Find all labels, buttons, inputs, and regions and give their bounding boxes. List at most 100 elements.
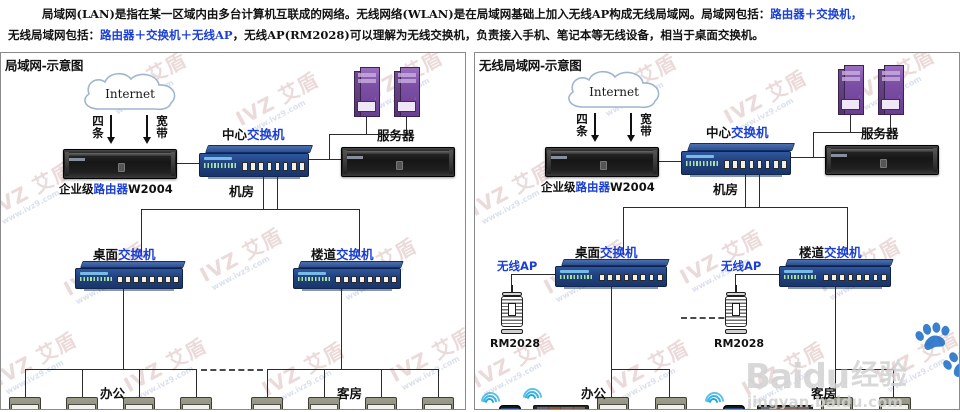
wire-server-bus-drop-right [813,132,815,158]
enterprise-router-label: 企业级路由器W2004 [59,181,173,197]
uplink-label-broadband-right: 宽带 [640,112,652,138]
wire-trunk-to-corridor-switch [359,209,361,255]
header-line-1-highlight: 路由器＋交换机， [770,7,863,21]
header-line-2-suffix: ，无线AP(RM2028)可以理解为无线交换机，负责接入手机、笔记本等无线设备，… [232,28,764,42]
center-switch-sublabel-right: 机房 [713,182,739,197]
wire-center-to-server-right [791,157,825,159]
desktop-switch-label: 桌面交换机 [93,244,156,263]
desktop-switch-blue-right: 交换机 [600,245,638,260]
desktop-switch-label-right: 桌面交换机 [575,242,638,261]
guest-group-label: 客房 [337,386,363,401]
corridor-switch-device [293,261,404,291]
router-label-blue-right: 路由器 [575,180,611,194]
tower-server-1 [354,67,380,117]
center-switch-prefix: 中心 [222,127,248,142]
guest-pc-1 [247,397,291,409]
laptop-right [755,405,815,409]
center-switch-sublabel: 机房 [229,184,255,199]
wire-office-pc-3 [139,369,141,397]
wire-center-to-server [309,159,341,161]
corridor-switch-blue: 交换机 [336,247,374,262]
wireless-ap-label-right-text: 无线AP [721,259,762,273]
center-switch-device [199,145,313,179]
header-line-2-highlight: 路由器＋交换机＋无线AP [100,28,233,42]
corridor-switch-blue-right: 交换机 [824,245,862,260]
wire-guest-pc-4 [438,369,440,397]
wire-trunk-to-desktop-switch [141,209,143,255]
wire-desktop-switch-drop [123,289,125,369]
wireless-ap-model-left: RM2028 [490,337,541,350]
office-pc-1-right [593,397,637,409]
corridor-switch-prefix-right: 楼道 [799,245,825,260]
corridor-switch-label-right: 楼道交换机 [799,242,862,261]
server-rack-device-right [825,145,939,175]
wire-office-pc-2 [82,369,84,397]
uplink-label-broadband: 宽带 [156,114,168,140]
wire-center-down-b [277,177,279,209]
wire-trunk-to-desktop-switch-right [623,207,625,255]
wire-guest-pc-2 [324,369,326,397]
guest-group-label-right: 客房 [811,386,837,401]
wireless-ap-label-left-text: 无线AP [497,259,538,273]
wlan-panel-title: 无线局域网-示意图 [479,58,582,73]
internet-cloud-right: Internet [559,67,669,115]
tower-server-2 [394,67,420,117]
wire-bus-link-dashed [201,369,263,371]
center-switch-prefix-right: 中心 [706,125,732,140]
wire-office-pc-4 [196,369,198,397]
router-label-prefix: 企业级 [59,182,94,196]
server-label: 服务器 [377,128,415,143]
smartphone-right [723,405,745,409]
office-pc-1 [5,397,49,409]
wire-ap-left-drop [511,274,513,288]
header-line-2: 无线局域网包括：路由器＋交换机＋无线AP，无线AP(RM2028)可以理解为无线… [8,25,952,46]
wire-server-bus-right [813,132,891,134]
wire-office-bus-right [611,369,669,371]
header-line-1-text: 局域网(LAN)是指在某一区域内由多台计算机互联成的网络。无线网络(WLAN)是… [42,7,771,21]
server-rack-device [341,147,455,177]
wire-corridor-switch-drop-right [835,287,837,369]
center-switch-blue-right: 交换机 [731,125,769,140]
smartphone-left [499,405,521,409]
wire-trunk-horizontal-right [623,207,847,209]
wire-server-bus [329,134,407,136]
wire-ap-right-to-switch [735,274,781,276]
wire-server2-drop-right [890,115,892,133]
wireless-ap-device-right [721,285,751,335]
router-label-model: W2004 [128,182,173,196]
wire-desktop-switch-drop-right [611,287,613,369]
wire-guest-pc-1 [267,369,269,397]
wire-server-bus-drop [329,134,331,160]
header-description: 局域网(LAN)是指在某一区域内由多台计算机互联成的网络。无线网络(WLAN)是… [0,0,960,50]
desktop-switch-device-right [555,259,670,289]
wire-guest-pc-2-right [893,369,895,397]
wire-guest-pc-3 [381,369,383,397]
internet-label: Internet [105,87,155,101]
wireless-ap-label-right: 无线AP [721,258,761,274]
server-label-right: 服务器 [861,126,899,141]
wire-router-to-center [175,163,201,165]
wire-office-bus [25,369,197,371]
tower-server-2-right [878,65,904,115]
office-group-label: 办公 [100,386,126,401]
wire-trunk-to-corridor-switch-right [847,207,849,255]
wire-guest-bus-right [835,369,893,371]
baidu-cn-text: 经验 [851,358,908,391]
wire-center-down-a-right [745,175,747,207]
router-label-model-right: W2004 [610,180,655,194]
guest-pc-2 [304,397,348,409]
wire-ap-right-drop [735,274,737,288]
wire-center-down-a [263,177,265,209]
header-line-1: 局域网(LAN)是指在某一区域内由多台计算机互联成的网络。无线网络(WLAN)是… [8,4,952,25]
wire-corridor-switch-drop [341,289,343,369]
wire-server1-drop [366,117,368,135]
corridor-switch-prefix: 楼道 [311,247,337,262]
office-group-label-right: 办公 [581,386,607,401]
laptop-left [531,405,591,409]
office-pc-4 [176,397,220,409]
guest-pc-4 [418,397,462,409]
wire-trunk-horizontal [141,209,359,211]
corridor-switch-label: 楼道交换机 [311,244,374,263]
enterprise-router-label-right: 企业级路由器W2004 [541,179,655,195]
